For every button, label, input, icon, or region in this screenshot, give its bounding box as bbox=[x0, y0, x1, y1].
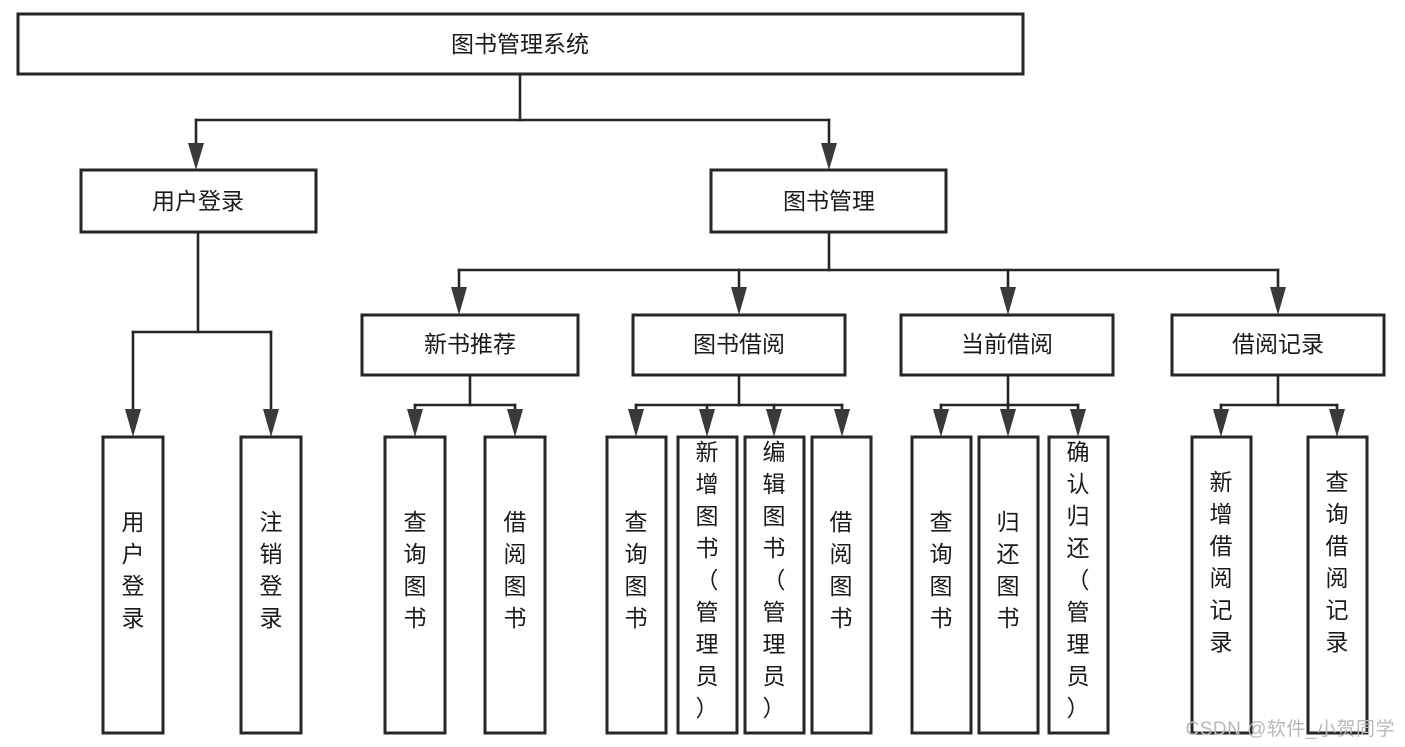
arrow-head-new-book-recommend bbox=[451, 287, 467, 315]
node-root-label: 图书管理系统 bbox=[451, 31, 589, 57]
leaf-user-login-label: 用户登录 bbox=[122, 509, 145, 631]
node-book-borrow-label: 图书借阅 bbox=[693, 331, 785, 357]
node-book-manage[interactable]: 图书管理 bbox=[709, 168, 948, 234]
leaf-edit-book-admin-label: 编辑图书（管理员） bbox=[763, 439, 786, 721]
leaf-query-book-1-box[interactable] bbox=[383, 435, 447, 735]
node-root-box[interactable] bbox=[16, 12, 1025, 76]
leaf-logout-login-label: 注销登录 bbox=[260, 509, 283, 631]
leaf-logout-login[interactable]: 注销登录 bbox=[239, 435, 303, 735]
leaf-query-borrow-record[interactable]: 查询借阅记录 bbox=[1306, 435, 1369, 735]
node-current-borrow-label: 当前借阅 bbox=[961, 331, 1053, 357]
node-new-book-recommend-box[interactable] bbox=[360, 313, 580, 377]
arrow-head-leaf-query-book-2 bbox=[628, 409, 644, 437]
leaf-query-borrow-record-label: 查询借阅记录 bbox=[1326, 469, 1349, 655]
node-borrow-record-label: 借阅记录 bbox=[1232, 331, 1324, 357]
leaf-user-login[interactable]: 用户登录 bbox=[101, 435, 165, 735]
arrow-head-leaf-return-book bbox=[1000, 409, 1016, 437]
leaf-add-book-admin-label: 新增图书（管理员） bbox=[696, 439, 719, 721]
node-book-manage-label: 图书管理 bbox=[783, 188, 875, 214]
leaf-add-borrow-record-box[interactable] bbox=[1190, 435, 1253, 735]
arrow-head-leaf-add-book-admin bbox=[699, 409, 715, 437]
node-book-manage-box[interactable] bbox=[709, 168, 948, 234]
node-current-borrow[interactable]: 当前借阅 bbox=[899, 313, 1115, 377]
node-user-login[interactable]: 用户登录 bbox=[79, 168, 318, 234]
leaf-edit-book-admin-box[interactable] bbox=[743, 435, 806, 735]
arrow-head-leaf-query-book-3 bbox=[933, 409, 949, 437]
leaf-borrow-book-1-box[interactable] bbox=[483, 435, 547, 735]
leaf-user-login-box[interactable] bbox=[101, 435, 165, 735]
leaf-query-book-3[interactable]: 查询图书 bbox=[910, 435, 973, 735]
leaf-borrow-book-1-label: 借阅图书 bbox=[504, 509, 527, 631]
arrow-head-leaf-borrow-book-2 bbox=[834, 409, 850, 437]
leaf-query-book-3-label: 查询图书 bbox=[930, 509, 953, 631]
leaf-query-book-1[interactable]: 查询图书 bbox=[383, 435, 447, 735]
node-new-book-recommend[interactable]: 新书推荐 bbox=[360, 313, 580, 377]
node-borrow-record[interactable]: 借阅记录 bbox=[1170, 313, 1386, 377]
leaf-query-book-3-box[interactable] bbox=[910, 435, 973, 735]
leaf-confirm-return-admin-label: 确认归还（管理员） bbox=[1067, 439, 1090, 721]
node-borrow-record-box[interactable] bbox=[1170, 313, 1386, 377]
arrow-head-leaf-borrow-book-1 bbox=[507, 409, 523, 437]
leaf-add-borrow-record[interactable]: 新增借阅记录 bbox=[1190, 435, 1253, 735]
connector-layer bbox=[125, 72, 1345, 437]
arrow-head-leaf-edit-book-admin bbox=[766, 409, 782, 437]
leaf-logout-login-box[interactable] bbox=[239, 435, 303, 735]
node-user-login-box[interactable] bbox=[79, 168, 318, 234]
leaf-confirm-return-admin[interactable]: 确认归还（管理员） bbox=[1047, 435, 1110, 735]
node-book-borrow[interactable]: 图书借阅 bbox=[631, 313, 847, 377]
leaf-return-book-box[interactable] bbox=[977, 435, 1040, 735]
leaf-borrow-book-2[interactable]: 借阅图书 bbox=[810, 435, 873, 735]
node-root[interactable]: 图书管理系统 bbox=[16, 12, 1025, 76]
leaf-query-borrow-record-box[interactable] bbox=[1306, 435, 1369, 735]
arrow-head-leaf-confirm-return-admin bbox=[1070, 409, 1086, 437]
arrow-head-current-borrow bbox=[1000, 287, 1016, 315]
leaf-query-book-2[interactable]: 查询图书 bbox=[605, 435, 668, 735]
leaf-return-book[interactable]: 归还图书 bbox=[977, 435, 1040, 735]
arrow-head-leaf-logout-login bbox=[263, 409, 279, 437]
arrow-head-leaf-query-book-1 bbox=[407, 409, 423, 437]
node-current-borrow-box[interactable] bbox=[899, 313, 1115, 377]
arrow-head-leaf-add-borrow-record bbox=[1213, 409, 1229, 437]
node-book-borrow-box[interactable] bbox=[631, 313, 847, 377]
arrow-head-user-login bbox=[188, 143, 204, 170]
arrow-head-leaf-user-login bbox=[125, 409, 141, 437]
leaf-add-book-admin-box[interactable] bbox=[676, 435, 739, 735]
arrow-head-leaf-query-borrow-record bbox=[1329, 409, 1345, 437]
leaf-return-book-label: 归还图书 bbox=[997, 509, 1020, 631]
leaf-edit-book-admin[interactable]: 编辑图书（管理员） bbox=[743, 435, 806, 735]
leaf-query-book-1-label: 查询图书 bbox=[404, 509, 427, 631]
arrow-head-book-borrow bbox=[731, 287, 747, 315]
leaf-borrow-book-1[interactable]: 借阅图书 bbox=[483, 435, 547, 735]
leaf-query-book-2-box[interactable] bbox=[605, 435, 668, 735]
leaf-add-book-admin[interactable]: 新增图书（管理员） bbox=[676, 435, 739, 735]
leaf-borrow-book-2-box[interactable] bbox=[810, 435, 873, 735]
node-new-book-recommend-label: 新书推荐 bbox=[424, 331, 516, 357]
node-user-login-label: 用户登录 bbox=[152, 188, 244, 214]
leaf-borrow-book-2-label: 借阅图书 bbox=[830, 509, 853, 631]
arrow-head-borrow-record bbox=[1270, 287, 1286, 315]
leaf-query-book-2-label: 查询图书 bbox=[625, 509, 648, 631]
arrow-head-book-manage bbox=[821, 143, 837, 170]
leaf-confirm-return-admin-box[interactable] bbox=[1047, 435, 1110, 735]
leaf-add-borrow-record-label: 新增借阅记录 bbox=[1210, 469, 1233, 655]
